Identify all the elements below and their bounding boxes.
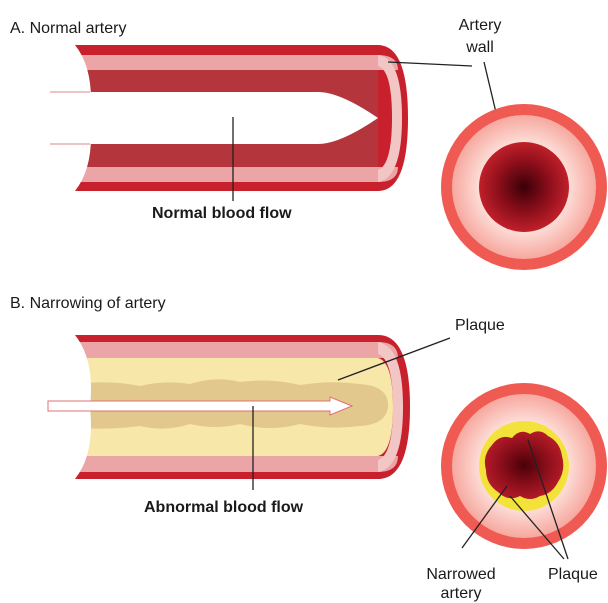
narrowed-artery-label-line2: artery	[421, 584, 501, 603]
plaque-label: Plaque	[455, 316, 505, 335]
narrowed-artery-label-line1: Narrowed	[421, 565, 501, 584]
abnormal-flow-label: Abnormal blood flow	[144, 498, 303, 517]
normal-flow-arrow	[50, 92, 378, 144]
artery-wall-label-line1: Artery	[455, 16, 505, 35]
artery-wall-label-line2: wall	[455, 38, 505, 57]
narrowed-artery-tube	[40, 335, 410, 479]
normal-flow-label: Normal blood flow	[152, 204, 292, 223]
narrowed-cross-lumen	[485, 431, 563, 499]
normal-cross-lumen	[479, 142, 569, 232]
panel-a-title: A. Normal artery	[10, 19, 126, 38]
narrowed-artery-wall-band-bottom	[75, 456, 398, 472]
narrowed-artery-wall-band-top	[75, 342, 398, 358]
normal-artery-tube	[40, 45, 408, 191]
normal-artery-wall-band-top	[75, 55, 398, 70]
normal-cross-section	[441, 104, 607, 270]
normal-artery-wall-band-bottom	[75, 167, 398, 182]
plaque-label-2: Plaque	[548, 565, 598, 584]
panel-b-title: B. Narrowing of artery	[10, 294, 166, 313]
narrowed-cross-section	[441, 383, 607, 549]
